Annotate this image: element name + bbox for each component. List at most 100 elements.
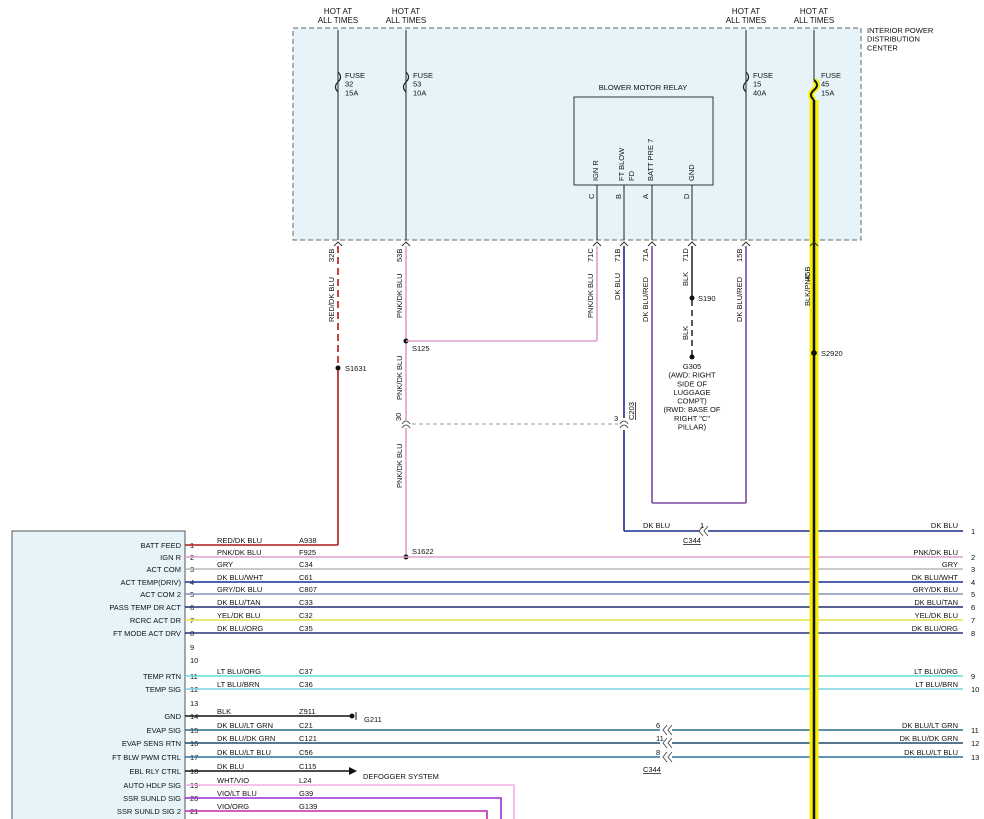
right-pin-number: 10 xyxy=(971,685,979,694)
wire-label-71b: DK BLU xyxy=(613,273,622,300)
defogger-label: DEFOGGER SYSTEM xyxy=(363,772,439,781)
cavity-71c: 71C xyxy=(586,248,595,262)
arrow-right-icon xyxy=(349,767,357,775)
module-wire-color: DK BLU/TAN xyxy=(217,598,261,607)
blower-motor-relay-title: BLOWER MOTOR RELAY xyxy=(599,83,688,92)
right-wire-label: DK BLU/LT GRN xyxy=(902,721,958,730)
module-wire-color: RED/DK BLU xyxy=(217,536,262,545)
module-pin-number: 10 xyxy=(190,656,198,665)
fuse-32-icon xyxy=(334,71,342,93)
right-pin-number: 2 xyxy=(971,553,975,562)
module-wire-color: GRY xyxy=(217,560,233,569)
fuse-53-icon xyxy=(402,71,410,93)
relay-pin-letter-c: C xyxy=(587,193,596,199)
right-pin-number: 5 xyxy=(971,590,975,599)
c344-bottom-connector xyxy=(662,751,673,763)
splice-s1631-label: S1631 xyxy=(345,364,367,373)
splice-s190-label: S190 xyxy=(698,294,716,303)
module-pin-label: GND xyxy=(164,712,181,721)
ipdc-connector-chevrons xyxy=(333,241,819,247)
module-wire-circuit: C32 xyxy=(299,611,313,620)
fuse-45-outline xyxy=(810,79,818,101)
right-pin-number: 13 xyxy=(971,753,979,762)
relay-pin-ign-r: IGN R xyxy=(591,160,600,181)
module-wire-color: DK BLU/ORG xyxy=(217,624,263,633)
module-pin-label: ACT TEMP(DRIV) xyxy=(120,578,181,587)
right-wire-label: GRY/DK BLU xyxy=(913,585,958,594)
module-wire-circuit: G39 xyxy=(299,789,313,798)
ground-g211-icon xyxy=(349,713,355,719)
c203-name: C203 xyxy=(627,402,636,420)
module-pin-label: PASS TEMP DR ACT xyxy=(109,603,181,612)
module-wire-color: VIO/LT BLU xyxy=(217,789,257,798)
c344-bottom-connector xyxy=(662,724,673,736)
cavity-32b: 32B xyxy=(327,249,336,262)
wire-label-53-low: PNK/DK BLU xyxy=(395,443,404,488)
module-pin-label: BATT FEED xyxy=(140,541,181,550)
module-pin-label: SSR SUNLD SIG xyxy=(123,794,181,803)
cavity-53b: 53B xyxy=(395,249,404,262)
splice-s190 xyxy=(689,295,695,301)
module-wire xyxy=(185,810,488,819)
relay-pin-letter-b: B xyxy=(614,194,623,199)
wire-label-53-mid: PNK/DK BLU xyxy=(395,355,404,400)
right-wire-label: GRY xyxy=(942,560,958,569)
module-wire-circuit: C121 xyxy=(299,734,317,743)
module-wire-circuit: C35 xyxy=(299,624,313,633)
right-pin-number: 3 xyxy=(971,565,975,574)
module-wire-circuit: C115 xyxy=(299,762,316,771)
right-wire-label: YEL/DK BLU xyxy=(915,611,958,620)
module-wire-color: DK BLU/LT BLU xyxy=(217,748,271,757)
module-wire-color: BLK xyxy=(217,707,231,716)
c203-right-connector xyxy=(619,420,629,429)
module-wire-circuit: C33 xyxy=(299,598,313,607)
right-wire-label: DK BLU/WHT xyxy=(912,573,959,582)
module-pin-label: ACT COM 2 xyxy=(140,590,181,599)
right-pin-number: 7 xyxy=(971,616,975,625)
splice-s1622-label: S1622 xyxy=(412,547,434,556)
module-wire-circuit: C21 xyxy=(299,721,313,730)
module-wire xyxy=(185,797,502,819)
module-wire-circuit: C36 xyxy=(299,680,313,689)
right-pin-number: 4 xyxy=(971,578,975,587)
splice-s125-label: S125 xyxy=(412,344,430,353)
relay-pin-batt-pre: BATT PRE 7 xyxy=(646,139,655,181)
relay-pin-ft-blow: FT BLOW xyxy=(617,147,626,181)
module-wire-color: DK BLU/DK GRN xyxy=(217,734,275,743)
c344-top-pin: 1 xyxy=(700,521,704,530)
c344-top-wire-label: DK BLU xyxy=(643,521,670,530)
module-pin-label: AUTO HDLP SIG xyxy=(123,781,181,790)
right-pin-number: 9 xyxy=(971,672,975,681)
right-wire-label: LT BLU/ORG xyxy=(914,667,958,676)
right-pin-number: 11 xyxy=(971,726,979,735)
module-wire-circuit: C56 xyxy=(299,748,313,757)
module-pin-label: EBL RLY CTRL xyxy=(129,767,181,776)
module-wire-circuit: F925 xyxy=(299,548,316,557)
module-wire-color: WHT/VIO xyxy=(217,776,249,785)
module-wire xyxy=(185,784,515,819)
c344-bottom-pin: 11 xyxy=(656,734,664,743)
module-pin-label: TEMP SIG xyxy=(145,685,181,694)
cavity-71d: 71D xyxy=(681,248,690,262)
module-wire-circuit: A938 xyxy=(299,536,317,545)
right-wire-label: PNK/DK BLU xyxy=(913,548,958,557)
module-wire-color: LT BLU/ORG xyxy=(217,667,261,676)
relay-pin-gnd: GND xyxy=(687,164,696,181)
module-pin-number: 13 xyxy=(190,699,198,708)
blower-motor-relay-box xyxy=(573,96,714,186)
module-wire-circuit: C807 xyxy=(299,585,317,594)
c344-top-right-pin: 1 xyxy=(971,527,975,536)
c344-bottom-pin: 6 xyxy=(656,721,660,730)
relay-pin-letter-a: A xyxy=(641,194,650,199)
module-pin-label: ACT COM xyxy=(147,565,181,574)
cavity-45b: 45B xyxy=(803,267,812,280)
